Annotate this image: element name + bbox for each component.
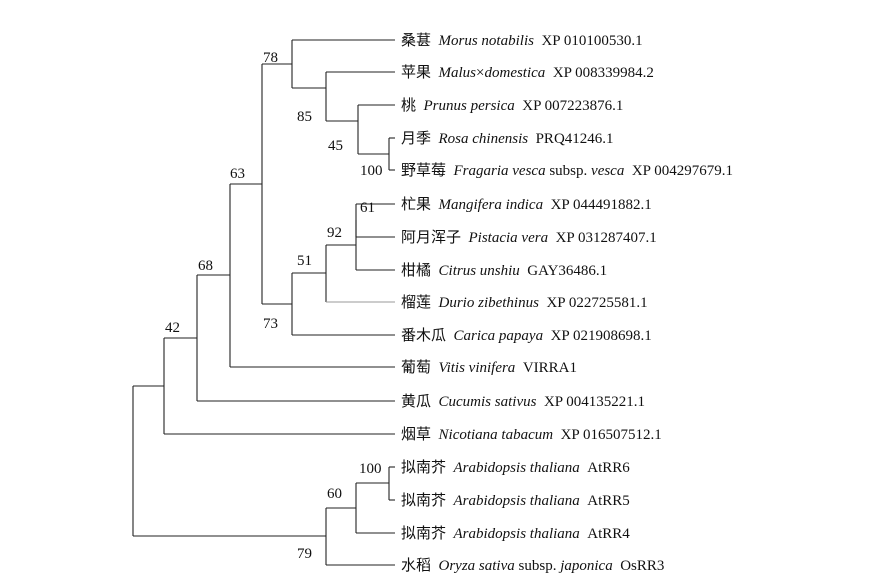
bootstrap-value: 79 [297,546,312,562]
taxon-label: 桃 Prunus persica XP 007223876.1 [401,97,623,114]
accession-number: XP 007223876.1 [522,98,623,114]
taxon-scientific-name: Arabidopsis thaliana [453,460,580,476]
taxon-scientific-epithet: domestica [484,65,545,81]
taxon-label: 桑葚 Morus notabilis XP 010100530.1 [401,32,643,49]
subspecies-marker: subsp. [549,163,587,179]
taxon-subspecies-epithet: vesca [591,163,624,179]
taxon-common-name: 水稻 [401,557,431,574]
taxon-common-name: 拟南芥 [401,492,446,509]
taxon-label: 番木瓜 Carica papaya XP 021908698.1 [401,327,652,344]
accession-number: XP 031287407.1 [556,230,657,246]
taxon-common-name: 野草莓 [401,162,446,179]
taxon-common-name: 桃 [401,97,416,114]
taxon-common-name: 桑葚 [401,32,431,49]
taxon-label: 苹果 Malus×domestica XP 008339984.2 [401,64,654,81]
accession-number: XP 004135221.1 [544,394,645,410]
bootstrap-value: 100 [359,461,382,477]
taxon-label: 黄瓜 Cucumis sativus XP 004135221.1 [401,393,645,410]
bootstrap-value: 78 [263,50,278,66]
bootstrap-value: 73 [263,316,278,332]
taxon-scientific-name: Cucumis sativus [439,394,537,410]
taxon-common-name: 杧果 [401,196,431,213]
taxon-scientific-name: Mangifera indica [438,197,544,213]
taxon-scientific-name: Prunus persica [423,98,515,114]
bootstrap-value: 85 [297,109,312,125]
accession-number: XP 022725581.1 [546,295,647,311]
accession-number: XP 021908698.1 [551,328,652,344]
subspecies-marker: subsp. [519,558,557,574]
accession-number: VIRRA1 [523,360,577,376]
taxon-label: 拟南芥 Arabidopsis thaliana AtRR4 [401,525,630,542]
taxon-label: 烟草 Nicotiana tabacum XP 016507512.1 [401,426,662,443]
taxon-scientific-name: Durio zibethinus [438,295,540,311]
taxon-scientific-name: Rosa chinensis [438,131,529,147]
accession-number: AtRR5 [587,493,630,509]
bootstrap-value: 42 [165,320,180,336]
taxon-label: 拟南芥 Arabidopsis thaliana AtRR5 [401,492,630,509]
taxon-common-name: 阿月浑子 [401,229,461,246]
taxon-scientific-name: Oryza sativa [439,558,515,574]
taxon-label: 葡萄 Vitis vinifera VIRRA1 [401,359,577,376]
taxon-scientific-name: Citrus unshiu [439,263,520,279]
taxon-label: 阿月浑子 Pistacia vera XP 031287407.1 [401,229,657,246]
taxon-scientific-name: Arabidopsis thaliana [453,493,580,509]
taxon-label: 柑橘 Citrus unshiu GAY36486.1 [401,262,607,279]
taxon-common-name: 烟草 [401,426,431,443]
taxon-common-name: 榴莲 [401,294,431,311]
taxon-scientific-name: Fragaria vesca [453,163,546,179]
accession-number: XP 010100530.1 [541,33,642,49]
taxon-common-name: 柑橘 [401,262,431,279]
taxon-label: 拟南芥 Arabidopsis thaliana AtRR6 [401,459,630,476]
accession-number: XP 016507512.1 [561,427,662,443]
taxon-label: 杧果 Mangifera indica XP 044491882.1 [401,196,652,213]
taxon-common-name: 拟南芥 [401,525,446,542]
taxon-scientific-name: Vitis vinifera [439,360,516,376]
taxon-common-name: 月季 [401,130,431,147]
taxon-common-name: 苹果 [401,64,431,81]
bootstrap-value: 45 [328,138,343,154]
taxon-label: 野草莓 Fragaria vesca subsp. vesca XP 00429… [401,162,733,179]
taxon-scientific-name: Malus [438,65,477,81]
bootstrap-value: 92 [327,225,342,241]
taxon-label: 月季 Rosa chinensis PRQ41246.1 [401,130,614,147]
bootstrap-value: 68 [198,258,213,274]
accession-number: XP 008339984.2 [553,65,654,81]
taxon-subspecies-epithet: japonica [558,558,613,574]
taxon-scientific-name: Nicotiana tabacum [438,427,554,443]
bootstrap-value: 63 [230,166,245,182]
bootstrap-value: 61 [360,200,375,216]
accession-number: AtRR6 [587,460,630,476]
bootstrap-value: 60 [327,486,342,502]
taxon-scientific-name: Pistacia vera [468,230,549,246]
taxon-common-name: 拟南芥 [401,459,446,476]
taxon-scientific-name: Carica papaya [454,328,544,344]
accession-number: AtRR4 [587,526,630,542]
taxon-common-name: 黄瓜 [401,393,431,410]
taxon-scientific-name: Morus notabilis [438,33,535,49]
hybrid-sign: × [476,65,484,81]
taxon-scientific-name: Arabidopsis thaliana [453,526,580,542]
accession-number: XP 004297679.1 [632,163,733,179]
bootstrap-value: 51 [297,253,312,269]
taxon-label: 榴莲 Durio zibethinus XP 022725581.1 [401,294,648,311]
accession-number: OsRR3 [620,558,664,574]
taxon-common-name: 葡萄 [401,359,431,376]
bootstrap-value: 100 [360,163,383,179]
taxon-label: 水稻 Oryza sativa subsp. japonica OsRR3 [401,557,664,574]
accession-number: GAY36486.1 [527,263,607,279]
taxon-common-name: 番木瓜 [401,327,446,344]
accession-number: XP 044491882.1 [551,197,652,213]
accession-number: PRQ41246.1 [536,131,614,147]
